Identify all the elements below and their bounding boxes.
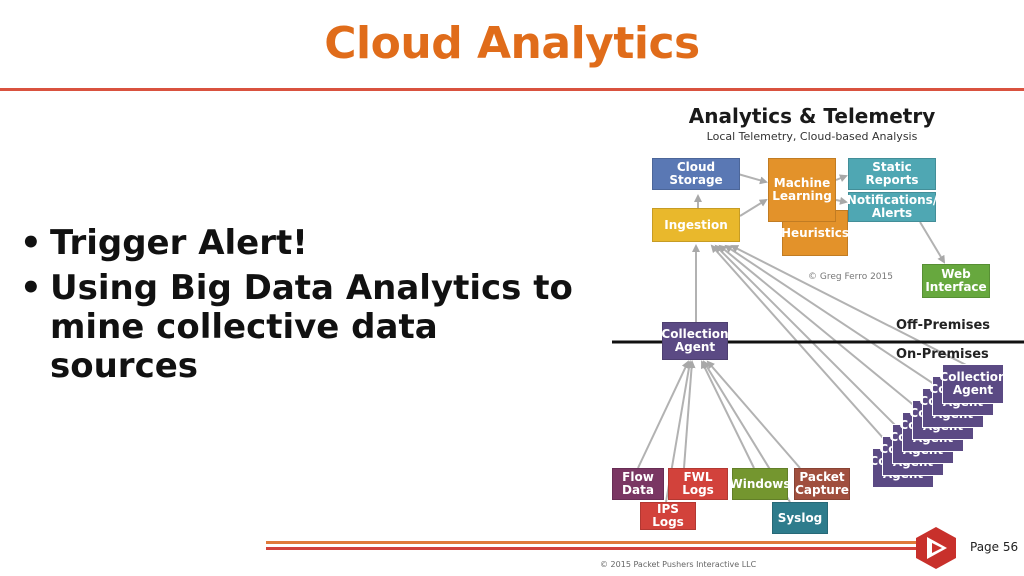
cloud-storage-node: Cloud Storage (652, 158, 740, 190)
analytics-diagram: Analytics & Telemetry Local Telemetry, C… (600, 96, 1024, 546)
bullet-item: Using Big Data Analytics to mine collect… (18, 269, 593, 386)
remote-agent: Collection Agent (939, 364, 1007, 404)
arrow-fwl-agent (683, 360, 696, 469)
machine-learning-node: Machine Learning (768, 158, 836, 222)
page-label: Page (970, 540, 1000, 554)
title-rule (0, 88, 1024, 91)
arrow-windows-agent (701, 360, 755, 469)
arrow-ingestion-ml (739, 198, 768, 217)
collection-agent-node: Collection Agent (661, 322, 729, 360)
arrow-flow-agent (637, 360, 690, 469)
on-premises-label: On-Premises (896, 347, 989, 362)
arrow-ml-static (835, 174, 848, 182)
arrow-remote-5 (730, 245, 973, 369)
arrow-ml-notify (835, 196, 848, 205)
off-premises-label: Off-Premises (896, 318, 991, 333)
arrow-remote-1 (710, 244, 893, 449)
slide-title: Cloud Analytics (324, 18, 700, 69)
footer-rule-bottom (266, 547, 916, 550)
packet-pushers-logo-icon (916, 527, 956, 569)
arrow-notify-web (919, 221, 946, 264)
arrow-remote-3 (718, 244, 923, 413)
ips-logs-node: IPS Logs (640, 502, 696, 530)
diagram-subtitle: Local Telemetry, Cloud-based Analysis (706, 130, 918, 143)
diagram-credit: © Greg Ferro 2015 (808, 272, 893, 282)
static-reports-node: Static Reports (848, 158, 936, 190)
arrow-remote-4 (724, 244, 947, 393)
packet-capture-node: Packet Capture (794, 468, 850, 500)
bullet-item: Trigger Alert! (18, 224, 593, 264)
bullet-list: Trigger Alert! Using Big Data Analytics … (18, 224, 593, 392)
web-interface-node: Web Interface (922, 264, 990, 298)
arrow-packet-agent (706, 360, 801, 469)
fwl-logs-node: FWL Logs (668, 468, 728, 500)
windows-node: Windows (730, 468, 790, 500)
arrow-remote-2 (714, 244, 905, 435)
footer-rule-top (266, 541, 916, 544)
page-number-value: 56 (1002, 540, 1019, 554)
page-number: Page 56 (970, 540, 1018, 554)
syslog-node: Syslog (772, 502, 828, 534)
footer-copyright: © 2015 Packet Pushers Interactive LLC (600, 560, 757, 569)
flow-data-node: Flow Data (612, 468, 664, 500)
diagram-title: Analytics & Telemetry (688, 104, 936, 128)
arrow-storage-ml (737, 173, 768, 185)
notifications-node: Notifications/ Alerts (846, 192, 938, 222)
ingestion-node: Ingestion (652, 208, 740, 242)
